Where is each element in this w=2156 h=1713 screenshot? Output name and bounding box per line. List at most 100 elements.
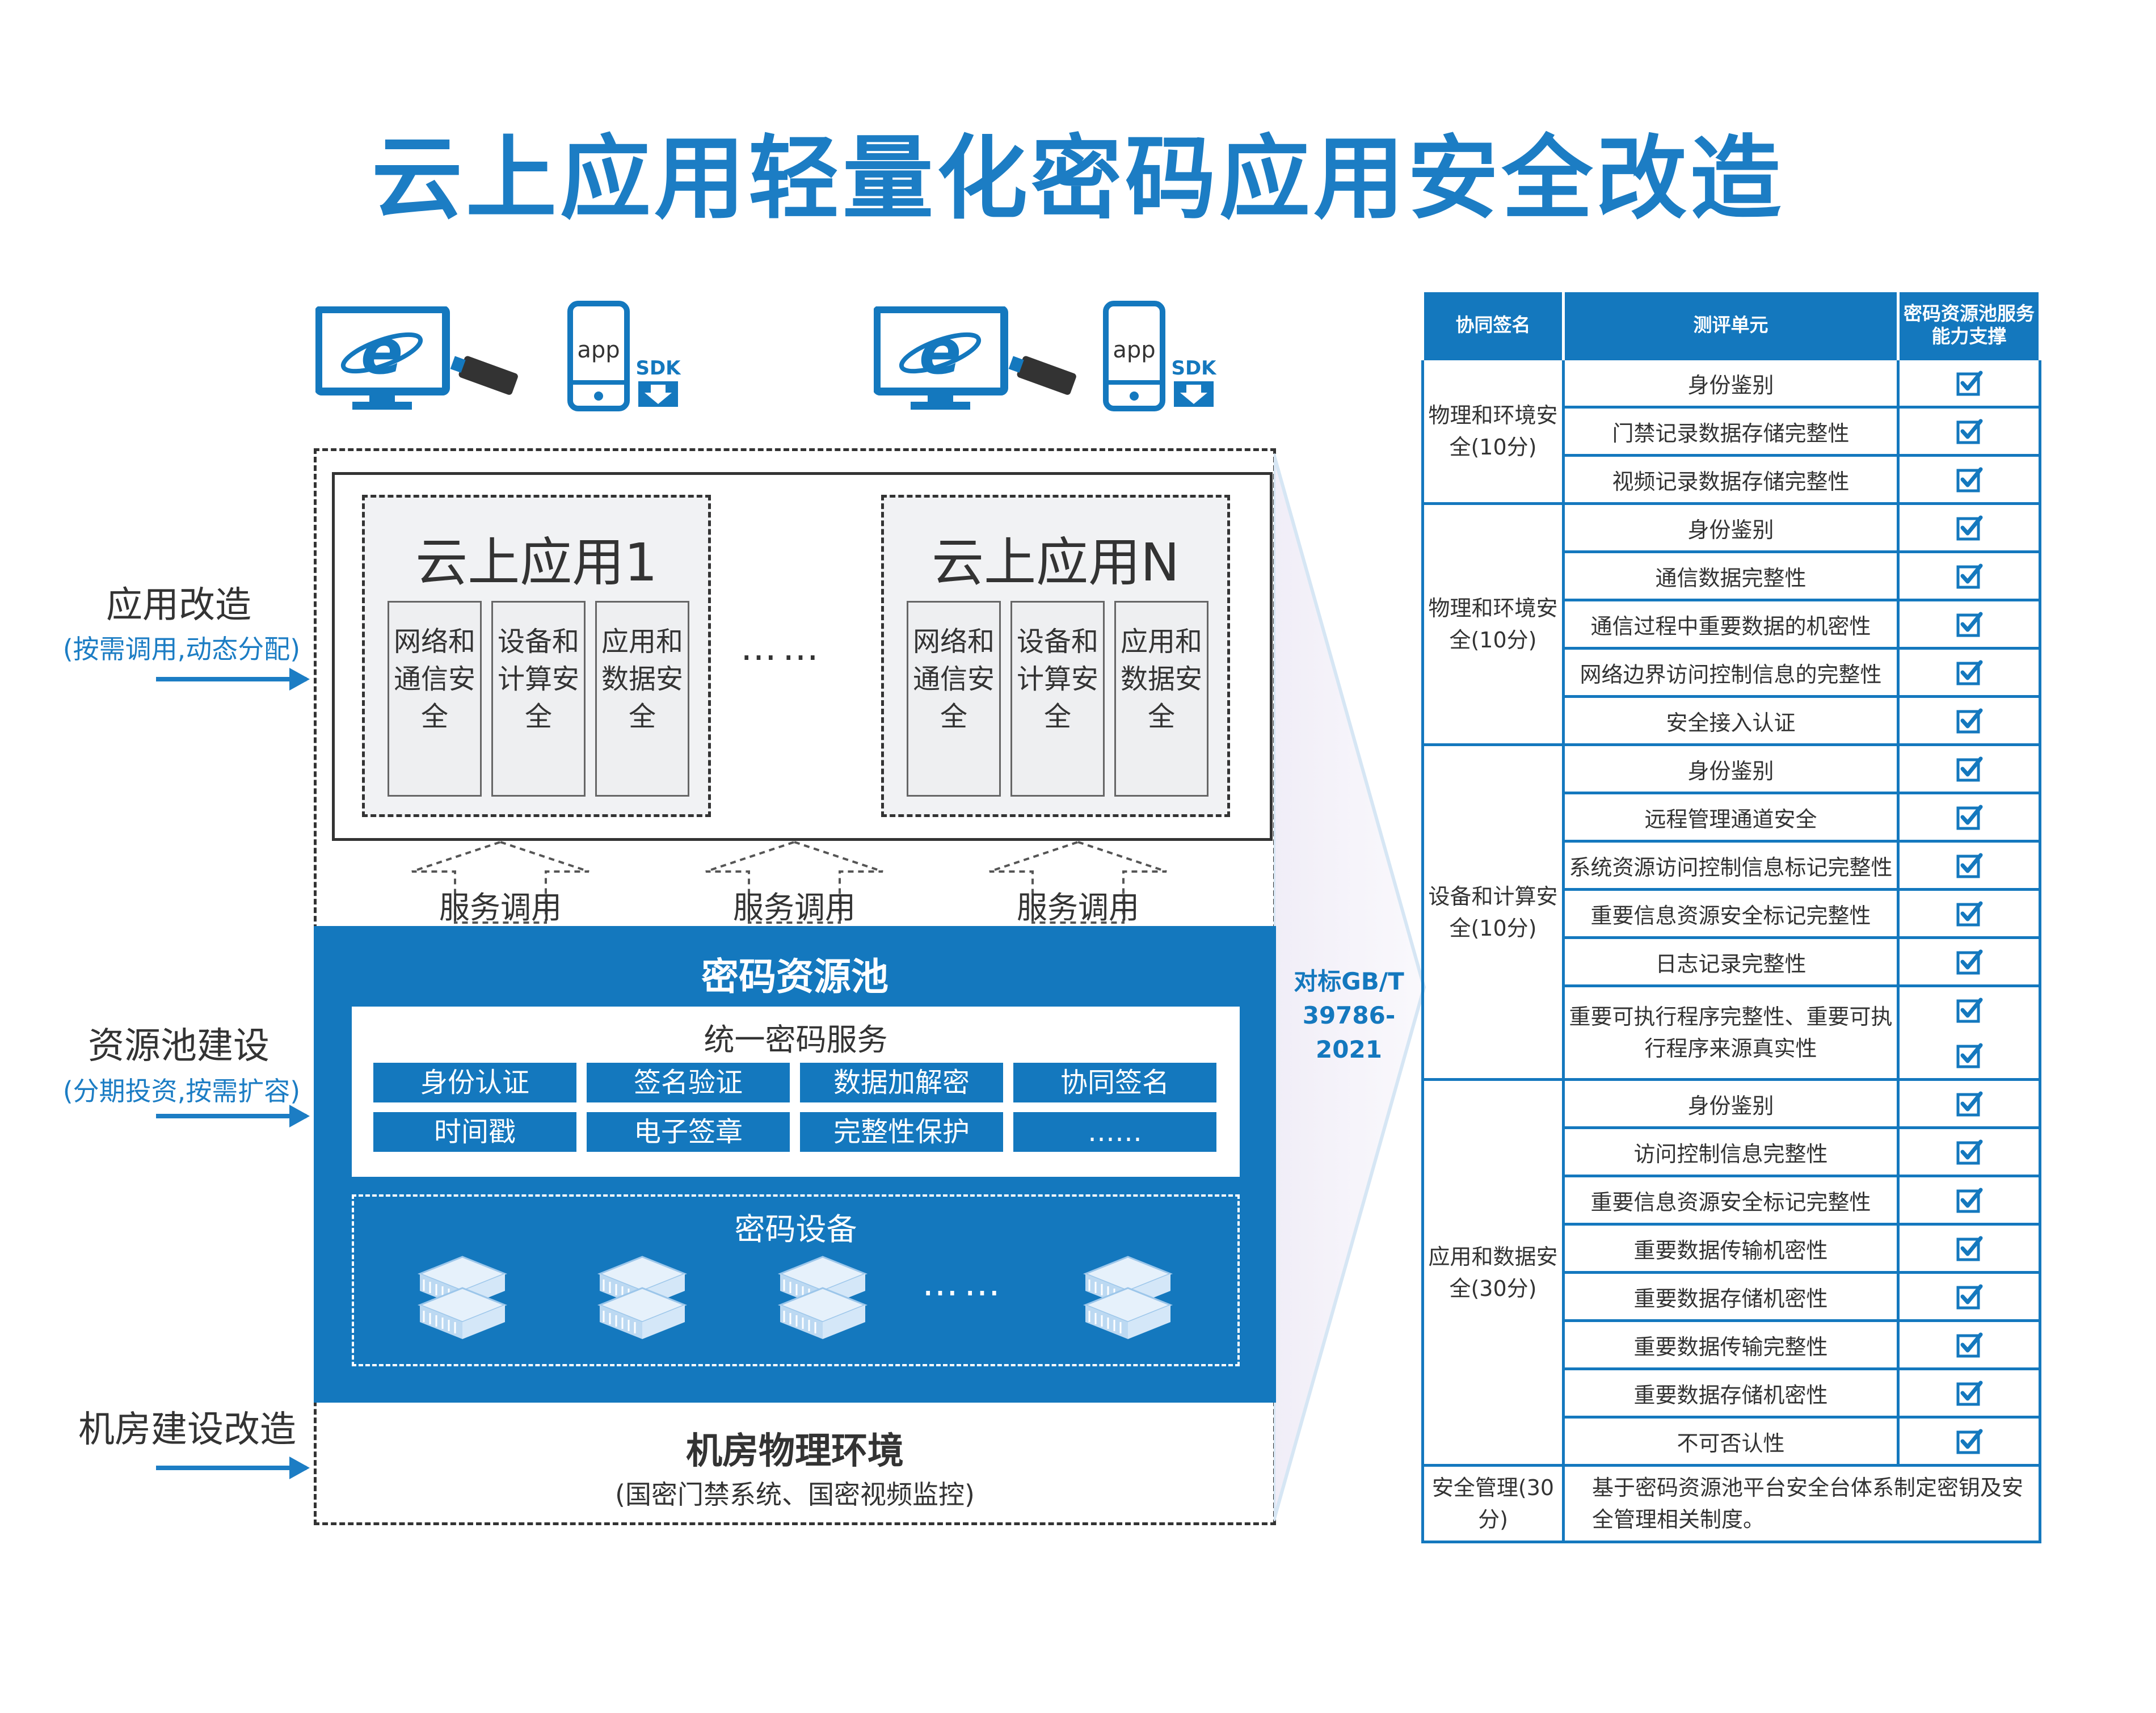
eval-unit-cell: 重要信息资源安全标记完整性 [1562, 888, 1900, 939]
eval-unit-cell: 身份鉴别 [1562, 743, 1900, 794]
service-call-label: 服务调用 [733, 890, 856, 925]
crypto-server-icon [417, 1251, 508, 1348]
desktop-browser-icon: e [314, 305, 531, 416]
crypto-server-icon [597, 1251, 688, 1348]
eval-unit-cell: 身份鉴别 [1562, 502, 1900, 553]
eval-unit-cell: 安全接入认证 [1562, 695, 1900, 746]
table-row: 重要数据存储机密性 [1423, 1271, 2041, 1322]
crypto-server-icon [1083, 1251, 1173, 1348]
apps-ellipsis: …… [740, 627, 824, 669]
table-row: 物理和环境安全(10分)身份鉴别 [1421, 357, 2041, 505]
table-row: 访问控制信息完整性 [1423, 1126, 2041, 1177]
eval-unit-cell: 重要可执行程序完整性、重要可执行程序来源真实性 [1562, 984, 1900, 1081]
module-app-data: 应用和数据安全 [595, 601, 689, 797]
eval-unit-cell: 重要数据存储机密性 [1562, 1367, 1900, 1419]
checkbox-checked-icon [1956, 515, 1982, 541]
checkbox-checked-icon [1956, 805, 1982, 830]
support-check-cell [1897, 1271, 2041, 1322]
service-co-signature: 协同签名 [1013, 1063, 1216, 1102]
service-call-label: 服务调用 [439, 890, 562, 925]
eval-unit-cell: 身份鉴别 [1562, 1078, 1900, 1129]
side-label-room: 机房建设改造 [78, 1409, 296, 1451]
support-check-cell [1897, 454, 2041, 505]
desktop-browser-icon: e [873, 305, 1089, 416]
crypto-devices-box [352, 1194, 1240, 1366]
module-network: 网络和通信安全 [388, 601, 482, 797]
header-co-sign: 协同签名 [1421, 289, 1565, 359]
eval-unit-cell: 远程管理通道安全 [1562, 792, 1900, 843]
side-label-pool: 资源池建设 [88, 1025, 270, 1067]
app-panel-1: 云上应用1 网络和通信安全 设备和计算安全 应用和数据安全 [362, 495, 711, 817]
page-title: 云上应用轻量化密码应用安全改造 [371, 125, 1784, 232]
checkbox-checked-icon [1956, 756, 1982, 782]
table-row: 通信数据完整性 [1423, 550, 2041, 601]
eval-unit-cell: 通信过程中重要数据的机密性 [1562, 599, 1900, 650]
service-encrypt-decrypt: 数据加解密 [800, 1063, 1003, 1102]
support-check-cell [1897, 599, 2041, 650]
table-row: 重要数据传输完整性 [1423, 1319, 2041, 1370]
checkbox-checked-icon [1956, 660, 1982, 685]
eval-unit-cell: 日志记录完整性 [1562, 936, 1900, 987]
table-row: 安全接入认证 [1423, 695, 2041, 746]
checkbox-checked-icon [1956, 901, 1982, 927]
evaluation-table: 协同签名 测评单元 密码资源池服务能力支撑 物理和环境安全(10分)身份鉴别门禁… [1421, 289, 2041, 1543]
service-integrity: 完整性保护 [800, 1112, 1003, 1152]
table-row: 物理和环境安全(10分)身份鉴别 [1421, 502, 2041, 746]
checkbox-checked-icon [1956, 1188, 1982, 1213]
eval-unit-cell: 视频记录数据存储完整性 [1562, 454, 1900, 505]
checkbox-checked-icon [1956, 1380, 1982, 1406]
eval-unit-cell: 身份鉴别 [1562, 357, 1900, 409]
checkbox-checked-icon [1956, 853, 1982, 878]
category-cell: 物理和环境安全(10分) [1421, 502, 1565, 746]
service-call-arrow [705, 840, 883, 924]
crypto-devices-title: 密码设备 [734, 1211, 857, 1247]
support-check-cell [1897, 984, 2041, 1081]
table-row: 重要信息资源安全标记完整性 [1423, 1175, 2041, 1226]
table-row: 日志记录完整性 [1423, 936, 2041, 987]
category-cell: 设备和计算安全(10分) [1421, 743, 1565, 1081]
service-identity-auth: 身份认证 [373, 1063, 576, 1102]
checkbox-checked-icon [1956, 563, 1982, 589]
svg-text:app: app [577, 337, 620, 363]
svg-text:e: e [919, 315, 962, 388]
support-check-cell [1897, 502, 2041, 553]
side-label-app: 应用改造 [106, 584, 251, 626]
app-title: 云上应用1 [415, 532, 658, 593]
service-timestamp: 时间戳 [373, 1112, 576, 1152]
svg-text:e: e [361, 315, 403, 388]
side-arrow-room [156, 1457, 310, 1479]
table-row-management: 安全管理(30分)基于密码资源池平台安全台体系制定密钥及安全管理相关制度。 [1421, 1464, 2041, 1543]
module-device: 设备和计算安全 [491, 601, 586, 797]
room-environment-title: 机房物理环境 [686, 1430, 904, 1472]
service-call-arrow [411, 840, 589, 924]
pool-title: 密码资源池 [701, 955, 888, 999]
support-check-cell [1897, 1078, 2041, 1129]
table-row: 通信过程中重要数据的机密性 [1423, 599, 2041, 650]
side-arrow-pool [156, 1105, 310, 1127]
service-call-label: 服务调用 [1017, 890, 1139, 925]
checkbox-checked-icon [1956, 371, 1982, 396]
checkbox-checked-icon [1956, 1284, 1982, 1310]
checkbox-checked-icon [1956, 708, 1982, 734]
service-more: …… [1013, 1112, 1216, 1152]
room-environment-subtitle: (国密门禁系统、国密视频监控) [615, 1479, 975, 1510]
unified-service-title: 统一密码服务 [704, 1022, 888, 1058]
support-check-cell [1897, 357, 2041, 409]
eval-unit-cell: 通信数据完整性 [1562, 550, 1900, 601]
support-check-cell [1897, 1175, 2041, 1226]
support-check-cell [1897, 1416, 2041, 1467]
standard-label: 对标GB/T 39786-2021 [1294, 967, 1404, 1063]
category-cell: 应用和数据安全(30分) [1421, 1078, 1565, 1467]
support-check-cell [1897, 1367, 2041, 1419]
support-check-cell [1897, 550, 2041, 601]
devices-ellipsis: …… [922, 1262, 1006, 1304]
support-check-cell [1897, 743, 2041, 794]
category-cell: 物理和环境安全(10分) [1421, 357, 1565, 505]
side-arrow-app [156, 668, 310, 691]
header-pool-support: 密码资源池服务能力支撑 [1897, 289, 2041, 359]
support-check-cell [1897, 888, 2041, 939]
eval-unit-cell: 重要信息资源安全标记完整性 [1562, 1175, 1900, 1226]
checkbox-checked-icon [1956, 419, 1982, 444]
app-title: 云上应用N [932, 532, 1180, 593]
